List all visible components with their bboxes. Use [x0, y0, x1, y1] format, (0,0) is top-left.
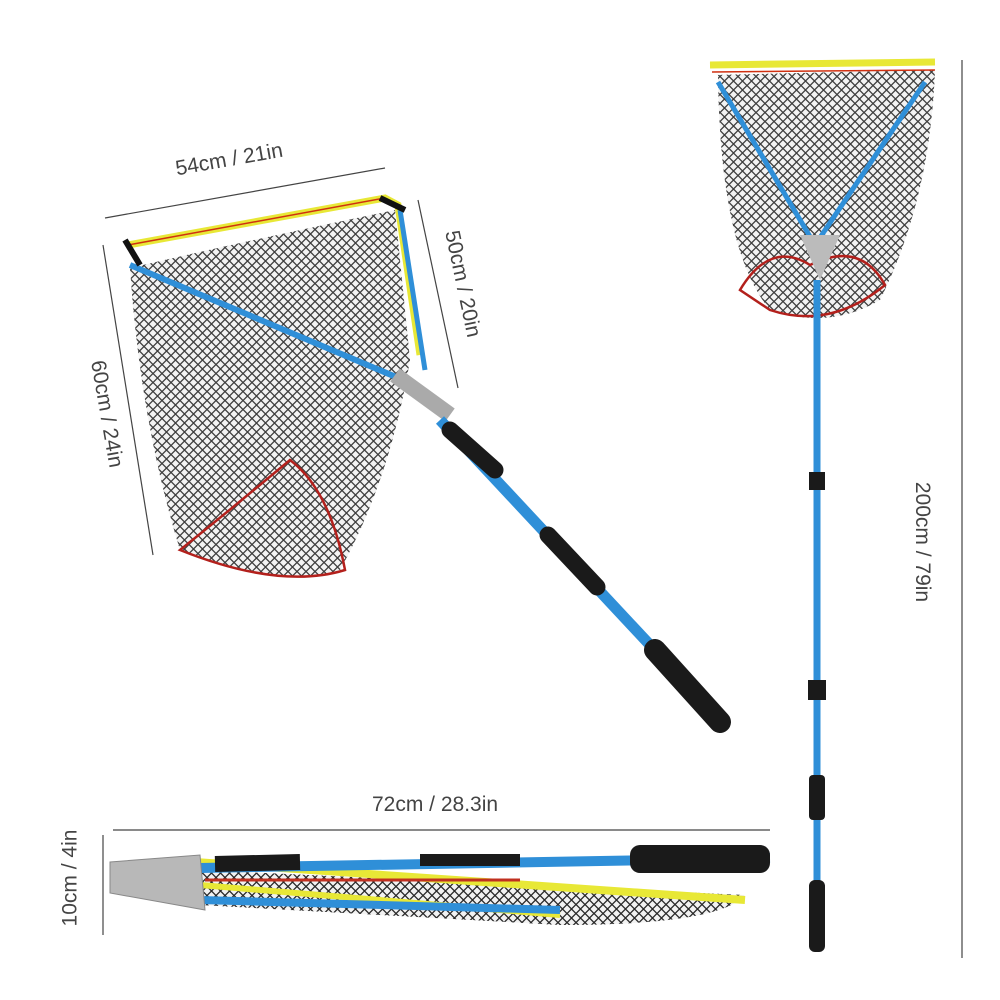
- total-length-label: 200cm / 79in: [911, 481, 935, 603]
- folded-length-label: 72cm / 28.3in: [372, 793, 499, 816]
- net-extended-view: [709, 58, 936, 952]
- dimension-lines: [102, 60, 963, 958]
- net-folded-view: [109, 845, 771, 925]
- folded-height-label: 10cm / 4in: [58, 829, 82, 927]
- net-angled-view: [122, 194, 731, 733]
